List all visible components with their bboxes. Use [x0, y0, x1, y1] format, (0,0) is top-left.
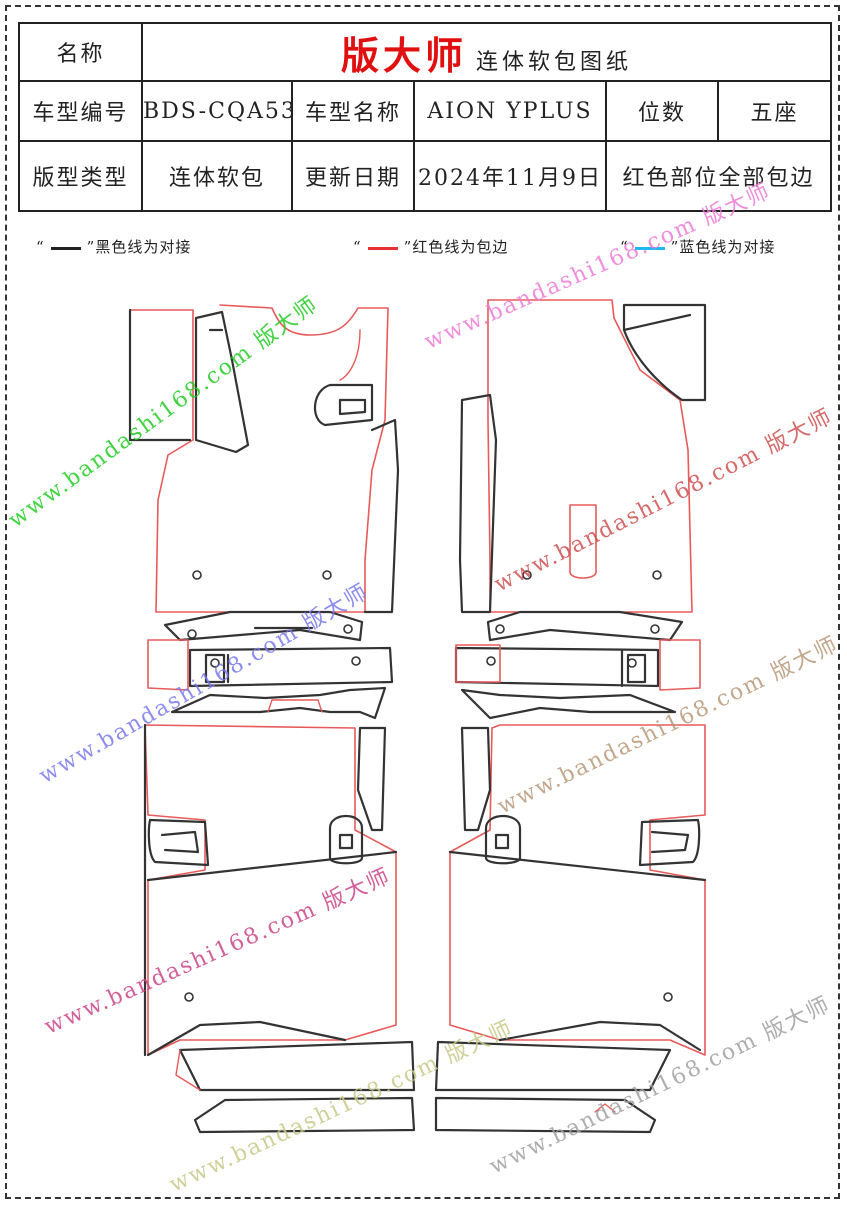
rear-left-strip-1	[178, 1040, 416, 1092]
legend-quote-close: ”	[403, 238, 413, 256]
middle-right-strip-edge	[455, 639, 701, 691]
front-right-mat-seam	[458, 303, 707, 614]
legend-red-text: 红色线为包边	[412, 238, 509, 256]
model-code-label: 车型编号	[18, 80, 143, 142]
legend-quote-open: “	[353, 238, 362, 256]
front-right-slot	[569, 504, 597, 579]
name-label: 名称	[18, 22, 143, 82]
doc-title: 连体软包图纸	[476, 49, 633, 75]
front-left-hole	[322, 570, 332, 580]
front-right-hole	[652, 570, 662, 580]
rear-right-strip-1	[434, 1040, 672, 1092]
model-name-value: AION YPLUS	[413, 80, 607, 142]
seats-label: 位数	[605, 80, 719, 142]
black-line-swatch	[50, 246, 81, 250]
legend-blue-text: 蓝色线为对接	[679, 238, 776, 256]
front-left-pedal-cutout	[313, 383, 374, 427]
legend-black-text: 黑色线为对接	[95, 238, 192, 256]
title-cell: 版大师 连体软包图纸	[140, 22, 833, 82]
middle-left-hole	[351, 656, 361, 666]
spec-row-model: 车型编号 BDS-CQA5341S 车型名称 AION YPLUS 位数 五座	[18, 80, 833, 142]
middle-right-hole	[495, 624, 505, 634]
rear-left-strip-1-edge	[175, 1049, 201, 1091]
middle-left-hole	[343, 624, 353, 634]
front-right-mat-edge	[487, 299, 693, 613]
middle-left-hole	[210, 658, 220, 668]
pattern-type-value: 连体软包	[141, 140, 293, 212]
legend-quote-open: “	[620, 238, 629, 256]
rear-left-strip-2	[193, 1096, 416, 1134]
spec-table: 名称 版大师 连体软包图纸 车型编号 BDS-CQA5341S 车型名称 AIO…	[18, 22, 833, 212]
spec-row-title: 名称 版大师 连体软包图纸	[18, 22, 833, 82]
red-line-swatch	[367, 246, 398, 250]
pattern-type-label: 版型类型	[18, 140, 143, 212]
middle-left-hole	[187, 629, 197, 639]
rear-left-hub-cutout	[328, 814, 364, 865]
page-border	[5, 5, 840, 1199]
note-cell: 红色部位全部包边	[604, 140, 833, 212]
rear-right-strip-2	[434, 1096, 657, 1134]
blue-line-swatch	[634, 246, 665, 250]
spec-row-type: 版型类型 连体软包 更新日期 2024年11月9日 红色部位全部包边	[18, 140, 833, 212]
middle-left-strip-upper	[163, 610, 364, 642]
middle-right-hole	[650, 624, 660, 634]
front-left-hole	[192, 570, 202, 580]
middle-right-strip-lower	[460, 688, 677, 720]
rear-left-hole	[184, 992, 194, 1002]
middle-left-lower-red	[267, 699, 323, 713]
legend-quote-close: ”	[86, 238, 96, 256]
middle-left-strip-lower	[170, 686, 387, 720]
brand-title: 版大师	[341, 32, 468, 78]
rear-left-seat-bracket	[147, 818, 210, 867]
rear-right-seat-bracket	[638, 818, 701, 867]
rear-right-hub-cutout	[484, 815, 522, 865]
rear-left-mat-edge	[144, 724, 397, 1056]
middle-right-hole	[627, 658, 637, 668]
front-left-inner-red	[339, 329, 361, 381]
front-left-mat-seam	[128, 308, 400, 614]
seats-value: 五座	[716, 80, 833, 142]
legend-black: “ ”黑色线为对接	[36, 236, 191, 257]
rear-left-mat-seam	[143, 723, 398, 1057]
rear-right-hole	[663, 992, 673, 1002]
legend-quote-open: “	[36, 238, 45, 256]
model-name-label: 车型名称	[291, 80, 415, 142]
legend-red: “ ”红色线为包边	[353, 236, 508, 257]
rear-right-mat-edge	[449, 724, 706, 1056]
update-date-value: 2024年11月9日	[413, 140, 607, 212]
legend-quote-close: ”	[670, 238, 680, 256]
update-date-label: 更新日期	[291, 140, 415, 212]
middle-left-strip-main	[188, 646, 394, 688]
model-code-value: BDS-CQA5341S	[141, 80, 293, 142]
middle-right-strip-main	[454, 646, 660, 688]
front-right-hole	[522, 570, 532, 580]
middle-right-hole	[486, 656, 496, 666]
middle-left-strip-edge	[147, 639, 189, 691]
rear-right-mat-seam	[448, 726, 707, 1052]
legend-blue: “ ”蓝色线为对接	[620, 236, 775, 257]
rear-right-strip-2-edge	[594, 1103, 616, 1113]
